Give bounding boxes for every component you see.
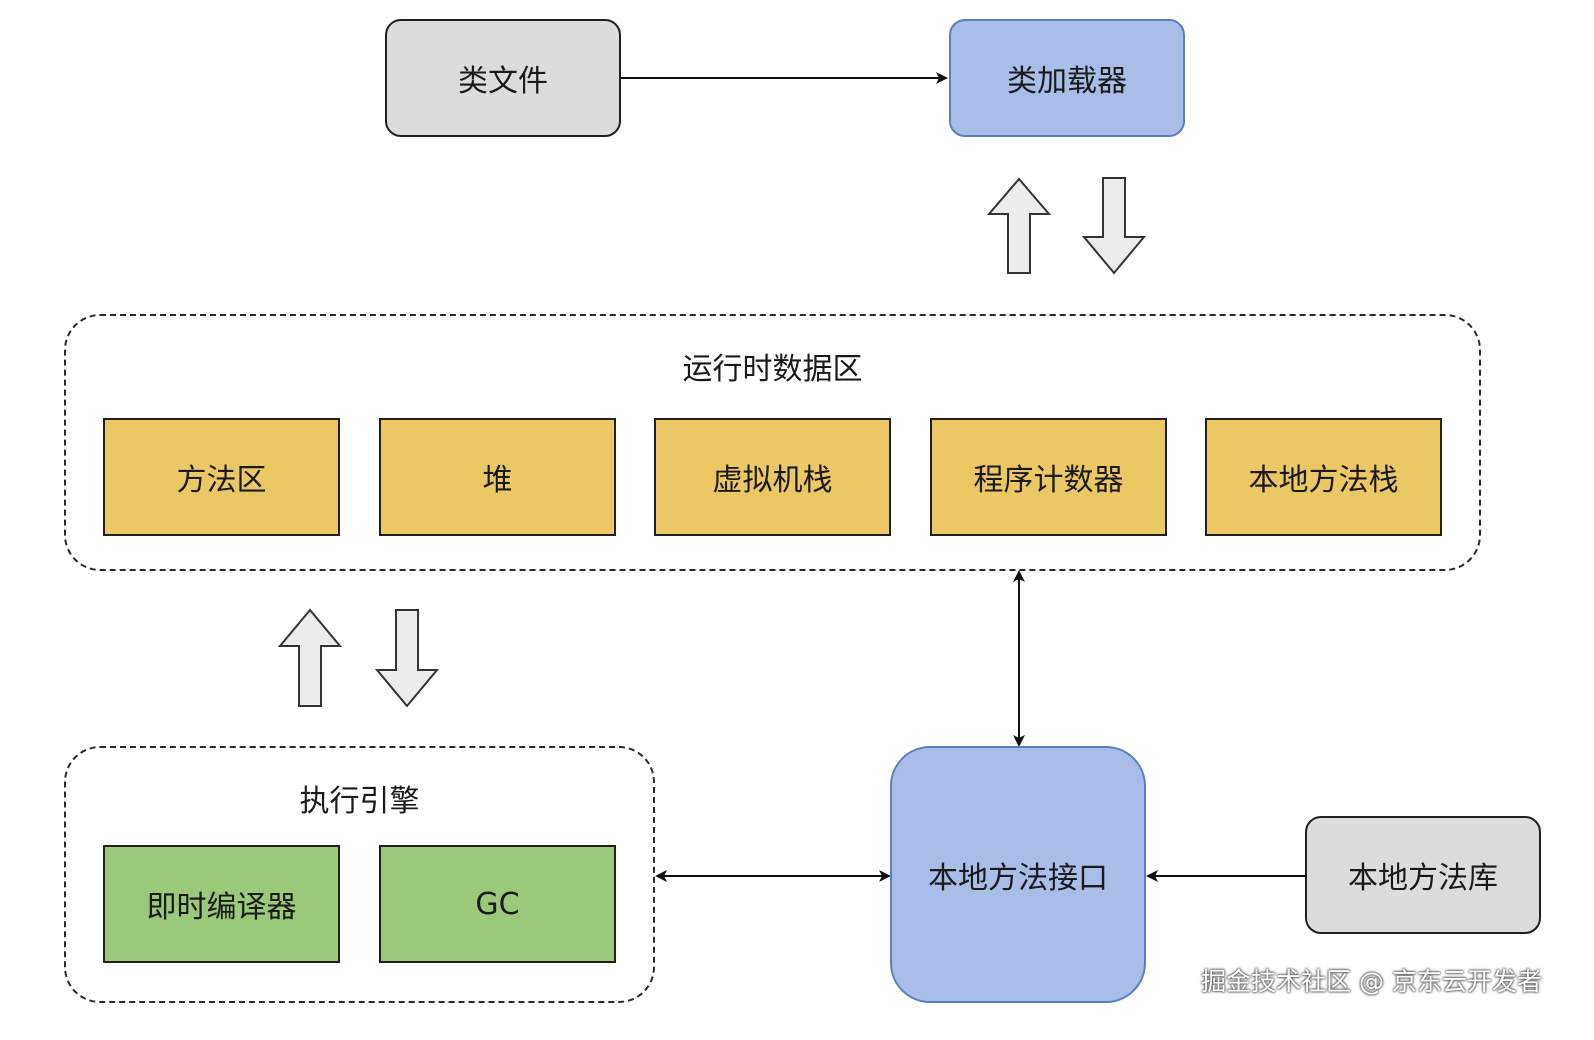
native-method-stack-box: 本地方法栈: [1205, 418, 1442, 536]
program-counter-box: 程序计数器: [930, 418, 1167, 536]
runtime-data-area-group: [64, 314, 1481, 571]
loader-up-hollow-arrow: [986, 177, 1052, 274]
execution-engine-group: [64, 746, 655, 1003]
class-file-node: 类文件: [385, 19, 621, 137]
method-area-box: 方法区: [103, 418, 340, 536]
execution-engine-title: 执行引擎: [299, 784, 420, 819]
watermark: 掘金技术社区 @ 京东云开发者: [1201, 967, 1542, 996]
native-library-node: 本地方法库: [1305, 816, 1541, 934]
vm-stack-box: 虚拟机栈: [654, 418, 891, 536]
loader-down-hollow-arrow: [1081, 177, 1147, 275]
runtime-data-area-title: 运行时数据区: [682, 352, 863, 387]
engine-up-hollow-arrow: [277, 608, 343, 707]
native-interface-node: 本地方法接口: [890, 746, 1146, 1003]
jit-compiler-box: 即时编译器: [103, 845, 340, 963]
heap-box: 堆: [379, 418, 616, 536]
gc-box: GC: [379, 845, 616, 963]
class-loader-node: 类加载器: [949, 19, 1185, 137]
engine-down-hollow-arrow: [374, 609, 440, 708]
